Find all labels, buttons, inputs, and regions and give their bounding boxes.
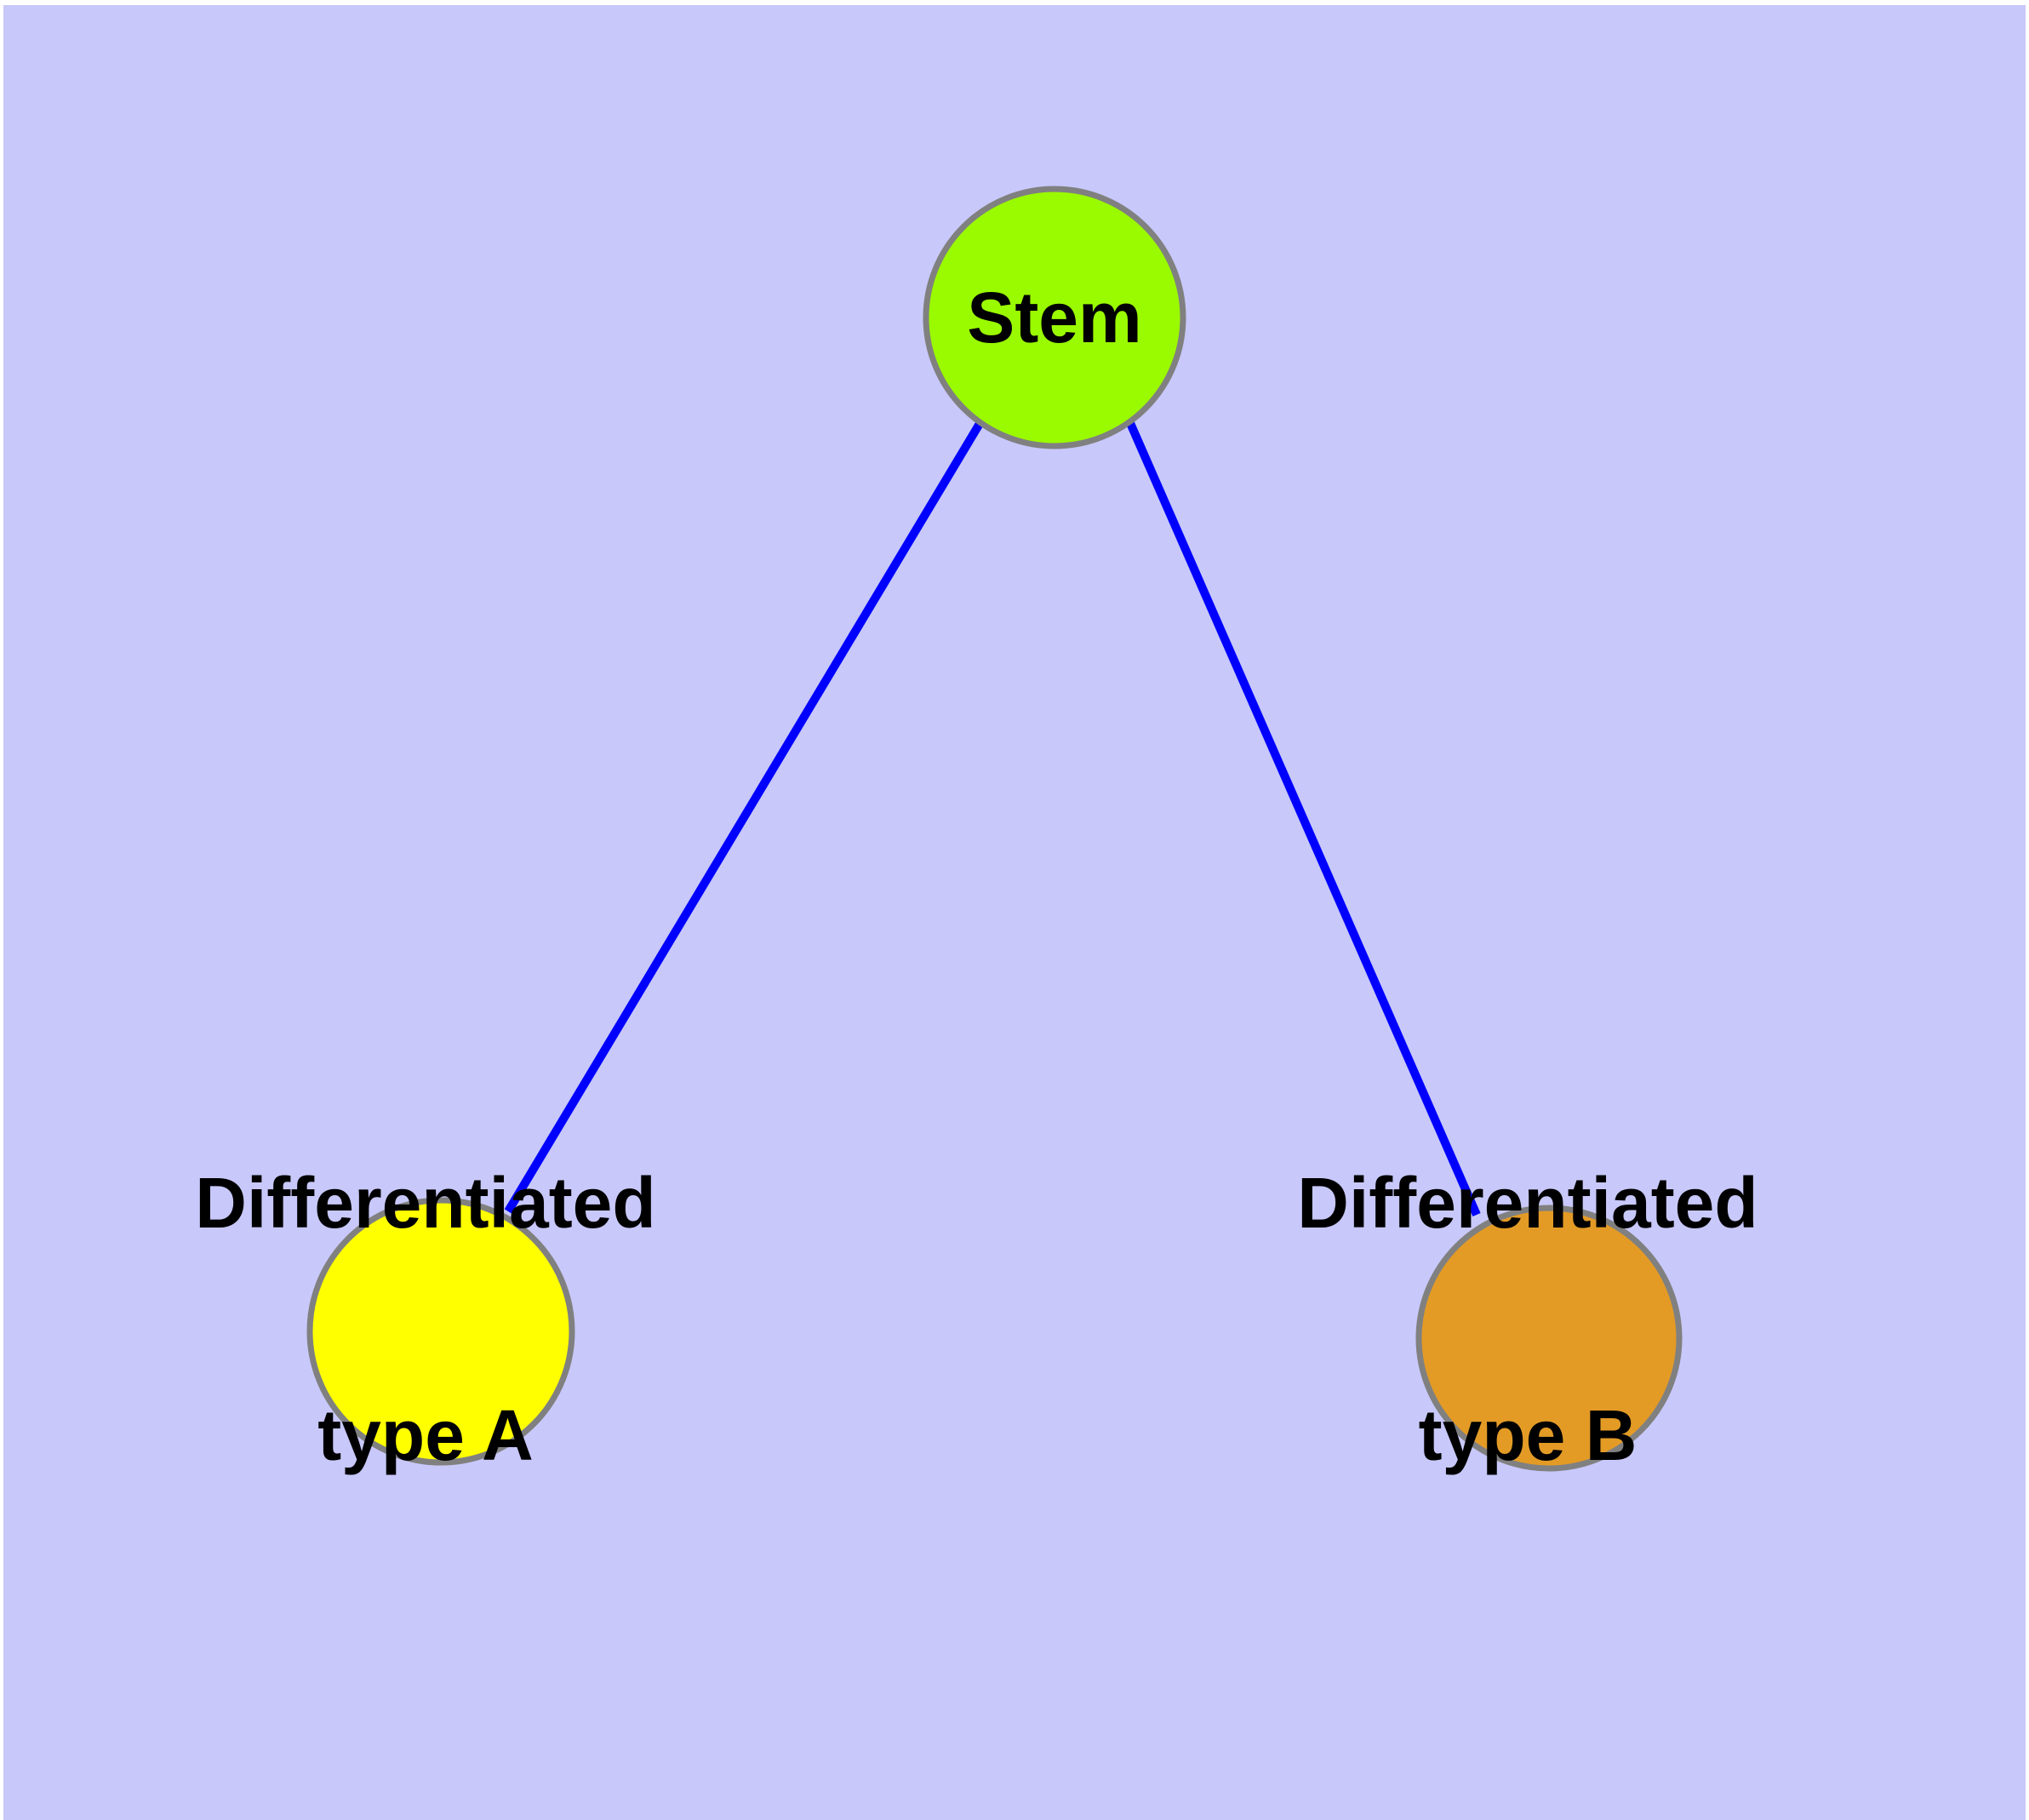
node-differentiated-type-a[interactable] bbox=[306, 1197, 575, 1466]
edge-stem-to-differentiated-type-a[interactable] bbox=[504, 420, 985, 1214]
node-stem[interactable] bbox=[923, 186, 1186, 449]
node-differentiated-type-b[interactable] bbox=[1415, 1205, 1683, 1472]
edge-stem-to-differentiated-type-b[interactable] bbox=[1126, 421, 1481, 1217]
node-group bbox=[306, 186, 1683, 1472]
edge-group bbox=[504, 420, 1481, 1217]
